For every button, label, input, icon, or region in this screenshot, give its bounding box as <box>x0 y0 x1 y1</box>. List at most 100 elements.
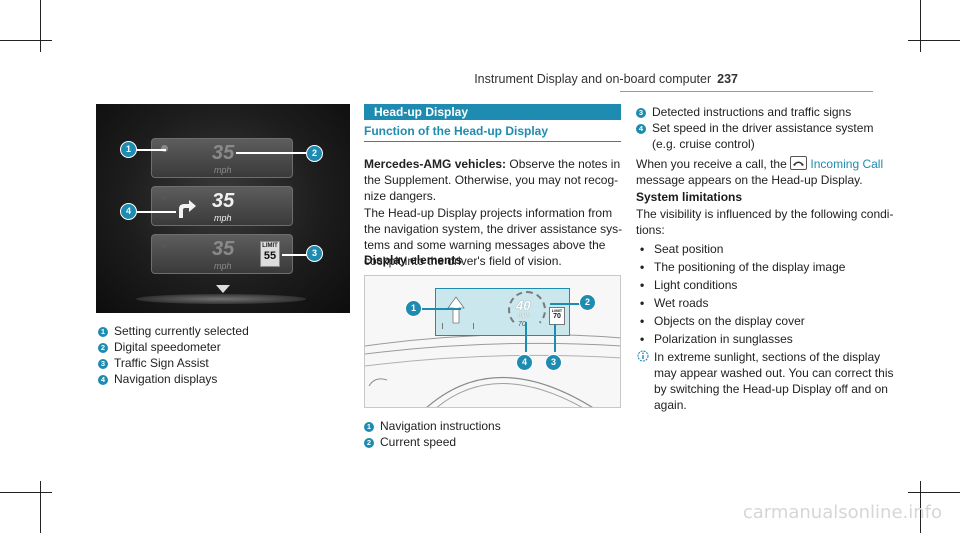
subsection-title: Function of the Head-up Display <box>364 124 549 138</box>
legend-text: Traffic Sign Assist <box>114 356 209 370</box>
callout-line <box>525 322 527 352</box>
list-item-text: Wet roads <box>654 296 709 310</box>
selection-dot <box>161 241 168 248</box>
selection-dot <box>161 193 168 200</box>
legend-item: 2 Current speed <box>364 434 501 450</box>
limit-label: LIMIT <box>551 308 563 313</box>
crop-mark <box>0 40 52 41</box>
paragraph-line: tions: <box>636 223 665 237</box>
legend-number: 3 <box>98 359 108 369</box>
list-item-text: Polarization in sunglasses <box>654 332 793 346</box>
paragraph-line: the navigation system, the driver assist… <box>364 222 623 236</box>
header-title: Instrument Display and on-board computer <box>474 72 712 86</box>
legend-item: 1 Setting currently selected <box>98 323 249 339</box>
page-header: Instrument Display and on-board computer… <box>474 72 738 86</box>
incoming-call-paragraph: When you receive a call, the Incoming Ca… <box>636 156 896 188</box>
bullet: • <box>640 332 645 346</box>
tile-unit: mph <box>214 165 232 175</box>
legend-text: Navigation displays <box>114 372 218 386</box>
paragraph-line: tems and some warning messages above the <box>364 238 606 252</box>
bullet: • <box>640 278 645 292</box>
subsection-rule <box>364 141 621 142</box>
callout-line <box>236 152 306 154</box>
paragraph-line: cockpit into the driver's field of visio… <box>364 254 562 268</box>
legend-text: Setting currently selected <box>114 324 249 338</box>
floor-glow <box>136 294 306 304</box>
hud-illustration: 40 mph 70 LIMIT 70 1 2 3 4 <box>364 275 621 408</box>
bullet: • <box>640 296 645 310</box>
section-title: Head-up Display <box>374 105 469 119</box>
callout-2: 2 <box>306 145 323 162</box>
callout-line <box>282 254 308 256</box>
crop-mark <box>0 492 52 493</box>
paragraph-line: When you receive a call, the <box>636 157 791 171</box>
callout-line <box>136 149 166 151</box>
callout-4: 4 <box>516 354 533 371</box>
hud-speed: 40 <box>516 298 531 313</box>
callout-line <box>554 324 556 352</box>
tile-unit: mph <box>214 261 232 271</box>
list-item: • Light conditions <box>640 276 845 294</box>
paragraph-line: again. <box>654 398 687 412</box>
legend-text: Current speed <box>380 435 457 449</box>
paragraph-line: The Head-up Display projects information… <box>364 206 613 220</box>
list-item: •Objects on the display cover <box>640 312 845 330</box>
system-limitations-heading: System limitations <box>636 190 743 204</box>
list-item-text: Objects on the display cover <box>654 314 805 328</box>
callout-1: 1 <box>120 141 137 158</box>
phone-icon <box>790 156 808 170</box>
paragraph-line: the Supplement. Otherwise, you may not r… <box>364 173 619 187</box>
crop-mark <box>40 0 41 52</box>
list-item-text: The positioning of the display image <box>654 260 846 274</box>
list-item: • Seat position <box>640 240 845 258</box>
legend-number: 1 <box>364 422 374 432</box>
navigation-arrow-icon <box>179 200 196 218</box>
legend-item: 2 Digital speedometer <box>98 339 249 355</box>
list-item-text: Light conditions <box>654 278 738 292</box>
display-tile-traffic-sign: 35 mph LIMIT 55 <box>151 234 293 274</box>
paragraph-line: by switching the Head-up Display off and… <box>654 382 888 396</box>
list-item: •The positioning of the display image <box>640 258 845 276</box>
legend-item-continuation: (e.g. cruise control) <box>652 137 755 151</box>
legend-item: 3 Traffic Sign Assist <box>98 355 249 371</box>
list-item-text: Seat position <box>654 242 724 256</box>
fig1-legend: 1 Setting currently selected 2 Digital spe… <box>98 323 249 387</box>
tile-speed: 35 <box>212 142 235 164</box>
legend-number: 2 <box>364 438 374 448</box>
speed-gauge <box>508 291 546 329</box>
lane-guidance <box>442 323 474 329</box>
crop-mark <box>908 40 960 41</box>
legend-text: Set speed in the driver assistance syste… <box>652 121 874 135</box>
selection-dot <box>161 145 168 152</box>
display-tile-selected: 35 mph <box>151 138 293 178</box>
limit-value: 70 <box>553 313 561 320</box>
incoming-call-link[interactable]: Incoming Call <box>810 157 884 171</box>
hud-speed-unit: mph <box>518 313 530 319</box>
legend-number: 1 <box>98 327 108 337</box>
paragraph-amg: Mercedes-AMG vehicles: Observe the notes… <box>364 156 624 204</box>
callout-2: 2 <box>579 294 596 311</box>
note-paragraph: In extreme sunlight, sections of the dis… <box>654 349 893 413</box>
legend-text: Digital speedometer <box>114 340 221 354</box>
tile-speed: 35 <box>212 238 235 260</box>
header-rule <box>620 91 873 92</box>
section-heading-band: Head-up Display <box>364 104 621 120</box>
display-elements-heading: Display elements <box>364 253 463 267</box>
paragraph-line: nize dangers. <box>364 189 437 203</box>
tile-unit: mph <box>214 213 232 223</box>
watermark: carmanualsonline.info <box>742 502 942 523</box>
callout-3: 3 <box>545 354 562 371</box>
bullet: • <box>640 242 645 256</box>
list-item: • Polarization in sunglasses <box>640 330 845 348</box>
hud-limit-sign: LIMIT 70 <box>549 307 565 325</box>
speed-limit-sign: LIMIT 55 <box>260 241 280 267</box>
legend-number: 2 <box>98 343 108 353</box>
paragraph-line: message appears on the Head-up Display. <box>636 173 863 187</box>
tile-speed: 35 <box>212 190 235 212</box>
limit-value: 55 <box>263 250 277 262</box>
callout-4: 4 <box>120 203 137 220</box>
